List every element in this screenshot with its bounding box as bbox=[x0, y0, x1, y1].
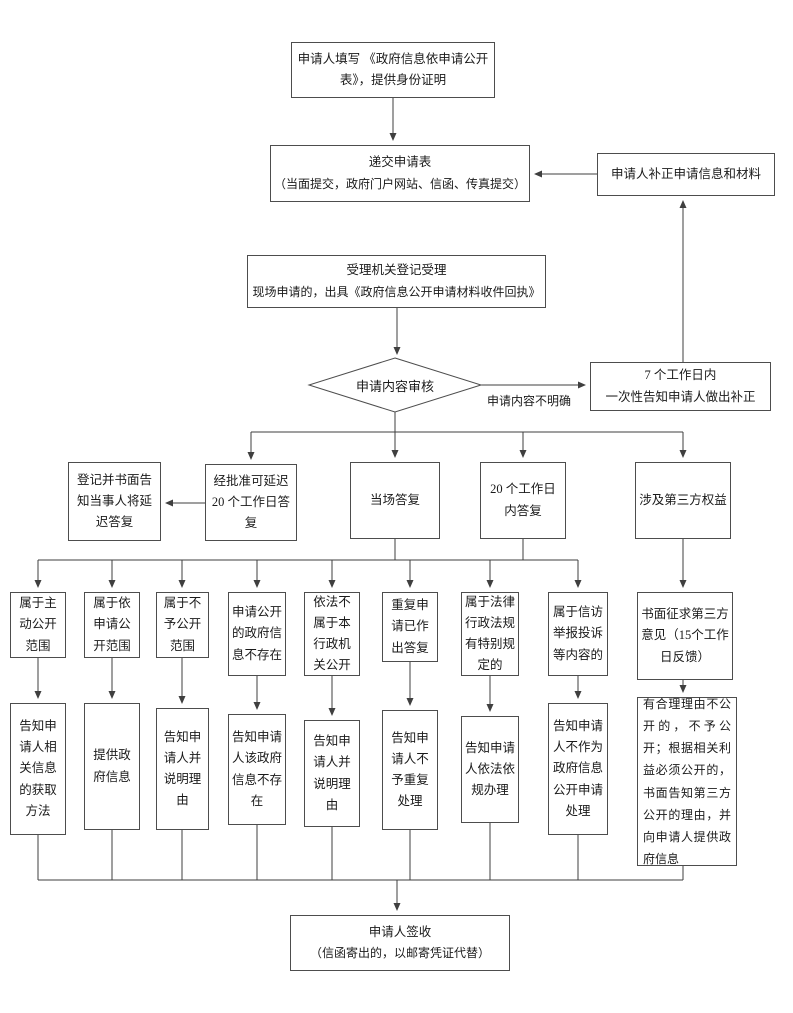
condition-special-regulation: 属于法律行政法规有特别规定的 bbox=[461, 592, 519, 676]
edge-label-content-unclear: 申请内容不明确 bbox=[487, 394, 572, 408]
condition-repeated-request: 重复申请已作出答复 bbox=[382, 592, 438, 662]
node-notify-7days: 7 个工作日内 一次性告知申请人做出补正 bbox=[590, 362, 771, 411]
action-inform-with-reason: 告知申请人并说明理由 bbox=[156, 708, 209, 830]
node-notify7-line1: 7 个工作日内 bbox=[644, 368, 717, 383]
node-correction-label: 申请人补正申请信息和材料 bbox=[610, 166, 761, 181]
condition-petition-complaint: 属于信访举报投诉等内容的 bbox=[548, 592, 608, 676]
action-handle-per-law: 告知申请人依法依规办理 bbox=[461, 716, 519, 823]
node-third-party: 涉及第三方权益 bbox=[635, 462, 731, 539]
node-approved-delay: 经批准可延迟 20 个工作日答复 bbox=[205, 464, 297, 541]
decision-review: 申请内容审核 bbox=[310, 376, 480, 395]
decision-review-label: 申请内容审核 bbox=[355, 379, 434, 394]
node-sign-title: 申请人签收 bbox=[368, 924, 432, 939]
node-submit-form: 递交申请表 （当面提交，政府门户网站、信函、传真提交） bbox=[270, 145, 530, 202]
action-inform-not-exist: 告知申请人该政府信息不存在 bbox=[228, 714, 286, 825]
action-inform-with-reason-2: 告知申请人并说明理由 bbox=[304, 720, 360, 827]
condition-disclosure-on-request: 属于依申请公开范围 bbox=[84, 592, 140, 658]
node-delay-notice: 登记并书面告知当事人将延迟答复 bbox=[68, 462, 161, 541]
action-inform-access-method: 告知申请人相关信息的获取方法 bbox=[10, 703, 66, 835]
node-onsite-reply: 当场答复 bbox=[350, 462, 440, 539]
node-sign-sub: （信函寄出的，以邮寄凭证代替） bbox=[309, 946, 490, 961]
action-third-party-disclosure-handling: 有合理理由不公开的，不予公开；根据相关利益必须公开的，书面告知第三方公开的理由，… bbox=[637, 697, 737, 866]
node-20days-reply: 20 个工作日内答复 bbox=[480, 462, 566, 539]
node-sign-receipt: 申请人签收 （信函寄出的，以邮寄凭证代替） bbox=[290, 915, 510, 971]
condition-info-not-exist: 申请公开的政府信息不存在 bbox=[228, 592, 286, 676]
node-notify7-line2: 一次性告知申请人做出补正 bbox=[605, 389, 756, 404]
node-accept-line1: 受理机关登记受理 bbox=[346, 263, 447, 278]
condition-not-this-agency: 依法不属于本行政机关公开 bbox=[304, 592, 360, 676]
node-fill-form: 申请人填写 《政府信息依申请公开表》，提供身份证明 bbox=[291, 42, 495, 98]
node-submit-sub: （当面提交，政府门户网站、信函、传真提交） bbox=[274, 176, 527, 191]
node-correction: 申请人补正申请信息和材料 bbox=[597, 153, 775, 196]
condition-third-party-consult: 书面征求第三方意见（15个工作日反馈） bbox=[637, 592, 733, 680]
condition-non-disclosure: 属于不予公开范围 bbox=[156, 592, 209, 658]
node-accept-line2: 现场申请的，出具《政府信息公开申请材料收件回执》 bbox=[252, 284, 541, 299]
action-no-repeat-handling: 告知申请人不予重复处理 bbox=[382, 710, 438, 830]
action-not-as-disclosure-request: 告知申请人不作为政府信息公开申请处理 bbox=[548, 703, 608, 835]
node-fill-form-label: 申请人填写 《政府信息依申请公开表》，提供身份证明 bbox=[297, 51, 489, 87]
action-provide-info: 提供政府信息 bbox=[84, 703, 140, 830]
condition-proactive-disclosure: 属于主动公开范围 bbox=[10, 592, 66, 658]
node-submit-title: 递交申请表 bbox=[368, 155, 432, 170]
node-accept-register: 受理机关登记受理 现场申请的，出具《政府信息公开申请材料收件回执》 bbox=[247, 255, 546, 308]
